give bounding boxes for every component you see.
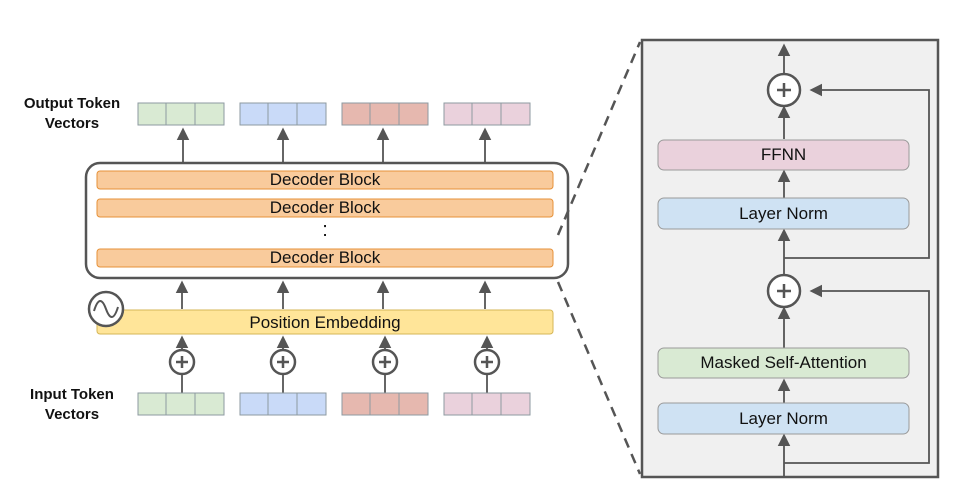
output-label-line-2: Vectors [44,115,100,132]
layer-norm-bottom-label: Layer Norm [739,409,828,428]
plus-icon [766,273,802,309]
input-token-vector-4 [443,392,531,416]
plus-icon [766,72,802,108]
sine-wave-icon [87,290,125,328]
input-label-line-1: Input Token [30,386,114,403]
output-token-vectors [137,102,531,126]
zoom-dashed-lines [556,41,642,475]
layer-norm-top-label: Layer Norm [739,204,828,223]
decoder-block-1 [96,170,554,190]
decoder-block-3 [96,248,554,268]
output-token-vector-1 [137,102,225,126]
layer-norm-box-bottom [657,402,910,435]
masked-self-attention-box [657,347,910,379]
input-token-vector-1 [137,392,225,416]
output-token-vectors-label: Output Token Vectors [4,94,140,134]
decoder-block-2 [96,198,554,218]
ffnn-label: FFNN [760,145,807,164]
detail-flow-lines [777,43,930,476]
input-token-vectors [137,392,531,416]
plus-icon [269,348,297,376]
layer-norm-box-top [657,197,910,230]
plus-icon [168,348,196,376]
output-label-line-1: Output Token [23,95,121,112]
output-arrows [176,127,492,162]
masked-self-attention-label: Masked Self-Attention [700,353,867,372]
input-label-line-2: Vectors [44,406,100,423]
input-token-vector-2 [239,392,327,416]
output-token-vector-2 [239,102,327,126]
decoder-ellipsis: : [322,219,328,241]
input-token-vectors-label: Input Token Vectors [4,385,140,425]
ffnn-box [657,139,910,171]
output-token-vector-4 [443,102,531,126]
input-token-vector-3 [341,392,429,416]
plus-to-embedding-arrows [175,335,494,350]
add-circles [168,348,501,376]
embedding-to-decoder-arrows [175,280,492,309]
decoder-block-3-label: Decoder Block [269,248,381,267]
plus-icon [371,348,399,376]
decoder-block-1-label: Decoder Block [269,170,381,189]
decoder-block-2-label: Decoder Block [269,198,381,217]
input-to-plus-lines [181,374,488,393]
position-embedding-label: Position Embedding [249,313,401,332]
plus-icon [473,348,501,376]
output-token-vector-3 [341,102,429,126]
